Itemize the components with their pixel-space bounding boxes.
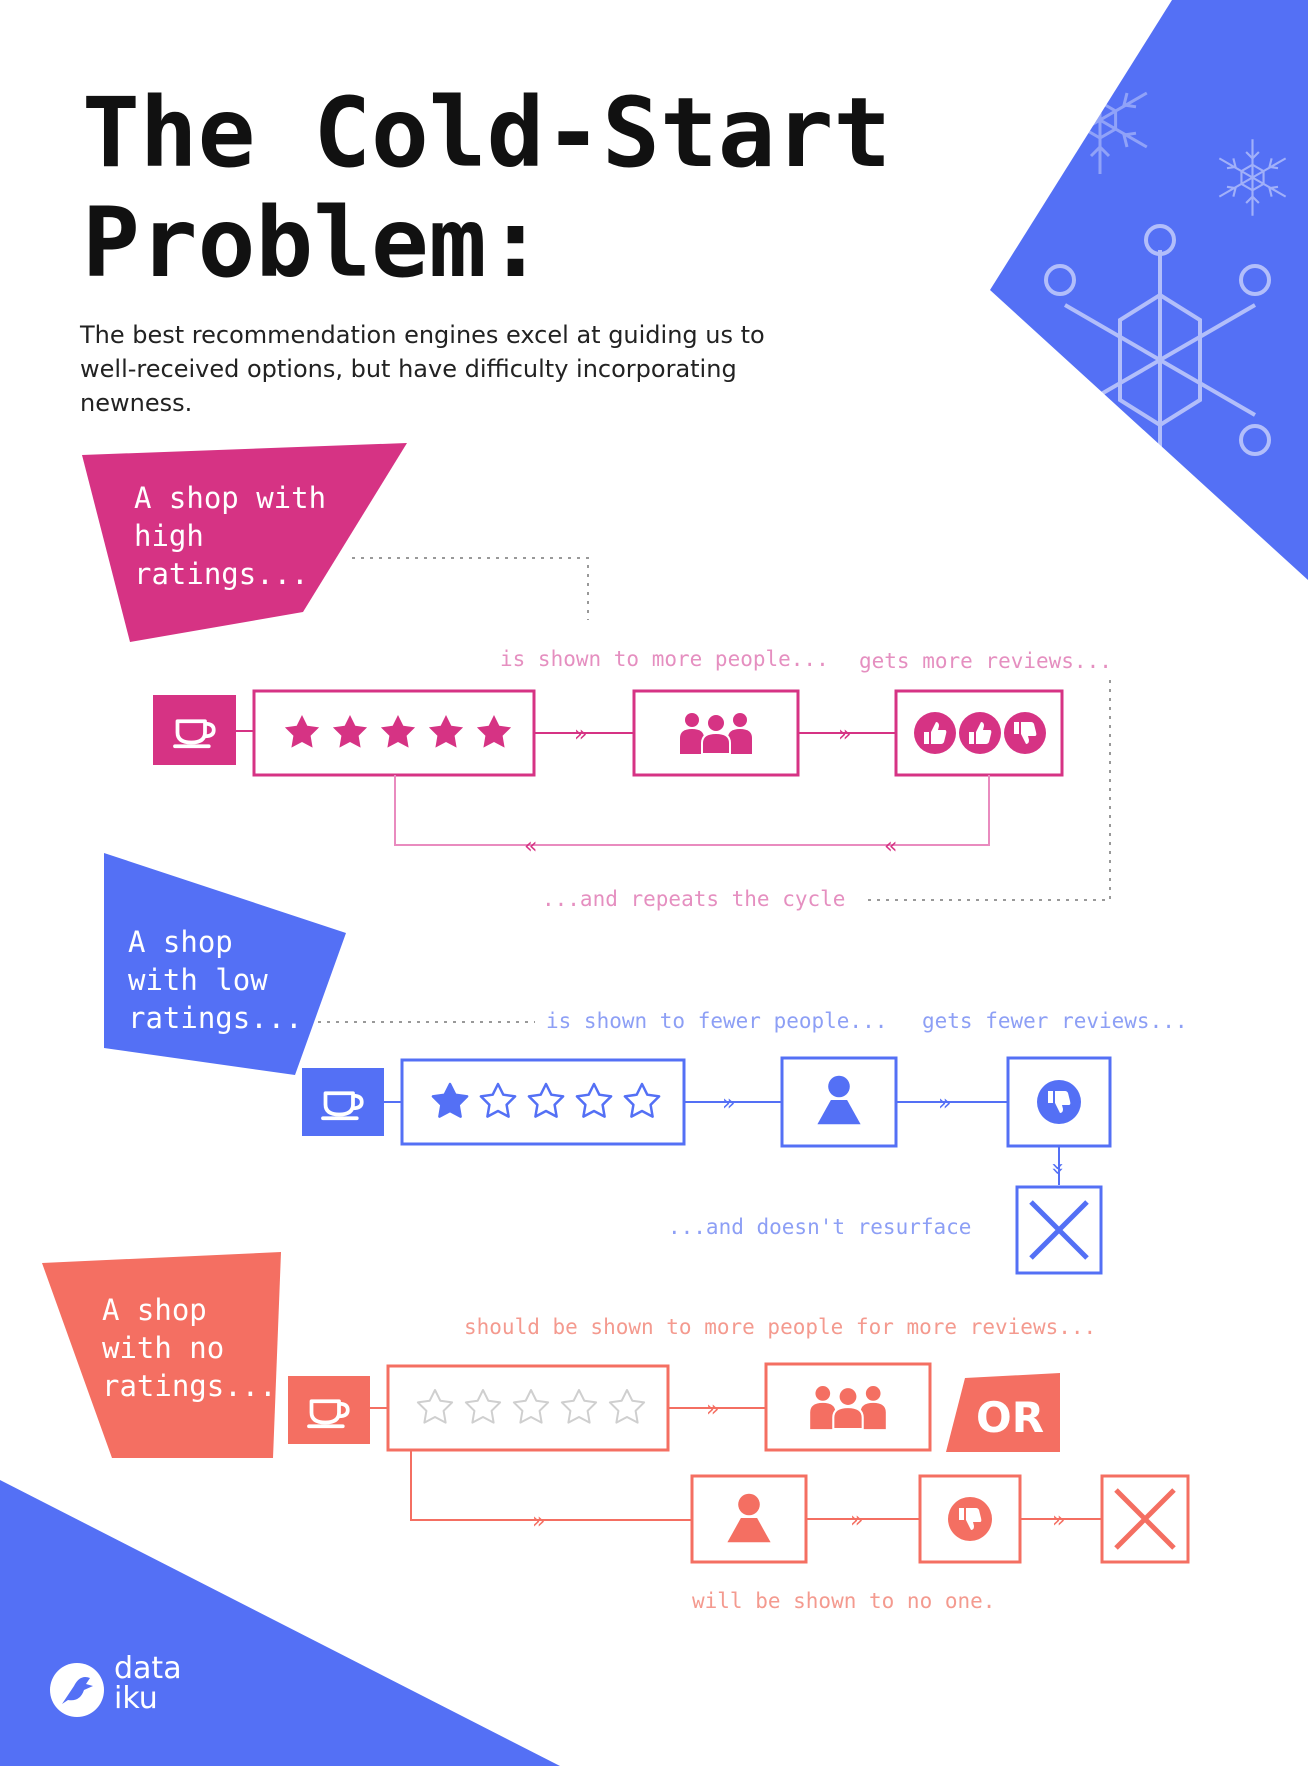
or-text: OR [976, 1393, 1044, 1442]
subtitle-line: The best recommendation engines excel at… [80, 321, 765, 349]
logo-word: iku [114, 1681, 158, 1716]
subtitle-line: well-received options, but have difficul… [80, 355, 737, 417]
label-no-ratings [42, 1252, 281, 1458]
high-reviews-text: gets more reviews... [859, 649, 1112, 673]
page-title-line: Problem: [82, 187, 545, 299]
logo-word: data [114, 1651, 182, 1686]
none-noone-text: will be shown to no one. [692, 1589, 995, 1613]
low-end-text: ...and doesn't resurface [668, 1215, 971, 1239]
decorative-triangle-bottom-left [0, 1480, 560, 1766]
label-none-text: A shop with no ratings... [102, 1293, 277, 1403]
bird-icon [62, 1677, 93, 1704]
arrow-down-icon: » [1045, 1162, 1070, 1175]
shop-icon-box [302, 1068, 384, 1136]
arrow-icon: » [850, 1508, 863, 1533]
shop-icon-box [288, 1376, 370, 1444]
label-high-text: A shop with high ratings... [134, 481, 344, 591]
page-title-line: The Cold-Start [82, 77, 892, 189]
people-box [690, 1474, 808, 1564]
arrow-icon: » [574, 722, 587, 747]
none-should-text: should be shown to more people for more … [464, 1315, 1096, 1339]
low-shown-text: is shown to fewer people... [546, 1009, 887, 1033]
group-icon [678, 711, 754, 756]
dotted-connector [352, 557, 589, 620]
logo-text: data iku [114, 1654, 182, 1714]
arrow-icon: » [838, 722, 851, 747]
label-low-text: A shop with low ratings... [128, 925, 303, 1035]
arrow-icon: » [706, 1397, 719, 1422]
or-badge [946, 1373, 1060, 1452]
arrow-icon: « [524, 834, 537, 859]
x-icon [1029, 1200, 1089, 1260]
label-low-ratings [104, 853, 346, 1075]
snowflake-icon [1044, 224, 1271, 496]
x-icon [1114, 1488, 1176, 1550]
decorative-triangle-top-right [990, 0, 1308, 580]
arrow-icon: » [722, 1091, 735, 1116]
page-title: The Cold-Start Problem: [82, 78, 982, 298]
page-subtitle: The best recommendation engines excel at… [80, 318, 840, 420]
branch-line [410, 1450, 692, 1521]
arrow-icon: « [884, 834, 897, 859]
high-shown-text: is shown to more people... [500, 647, 829, 671]
people-box [764, 1362, 932, 1452]
arrow-icon: » [938, 1091, 951, 1116]
shop-icon-box [153, 695, 236, 765]
high-repeat-text: ...and repeats the cycle [542, 887, 845, 911]
low-reviews-text: gets fewer reviews... [922, 1009, 1188, 1033]
dotted-connector [868, 680, 1111, 901]
cycle-loop [394, 775, 990, 846]
label-high-ratings [82, 443, 407, 642]
group-icon [808, 1384, 888, 1431]
arrow-icon: » [532, 1509, 545, 1534]
arrow-icon: » [1052, 1508, 1065, 1533]
rating-box [386, 1364, 670, 1452]
